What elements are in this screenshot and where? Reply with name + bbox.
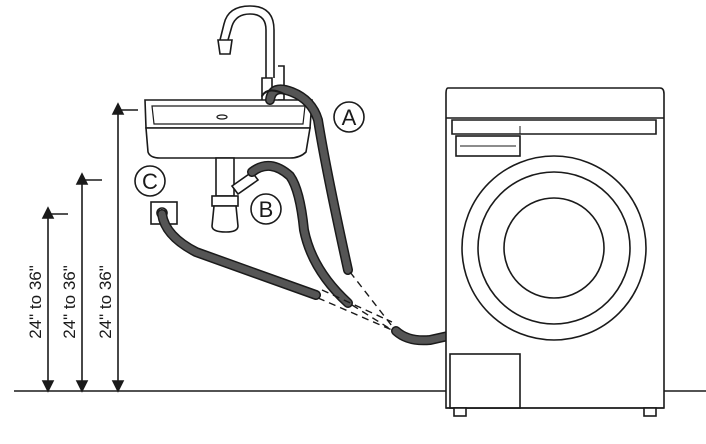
washer-door-outer: [461, 155, 647, 341]
drain-hose-a: [261, 84, 353, 275]
sink-icon: [144, 99, 313, 159]
height-label-right: 24" to 36": [96, 265, 115, 339]
hose-dashed-guides: [317, 271, 393, 331]
height-label-left: 24" to 36": [26, 265, 45, 339]
callout-b: B: [250, 193, 282, 225]
callout-a-label: A: [342, 105, 357, 130]
washer-foot-left: [453, 407, 467, 417]
sink-trap: [211, 157, 260, 233]
drain-hose-b: [247, 161, 353, 308]
dimension-right: [111, 102, 138, 393]
callout-c-label: C: [142, 169, 158, 194]
drain-hose-c: [157, 209, 321, 300]
dimension-left: [41, 206, 68, 393]
washer-door-glass: [503, 197, 605, 299]
filter-cover: [449, 353, 521, 409]
callout-b-label: B: [259, 197, 274, 222]
height-label-middle: 24" to 36": [60, 265, 79, 339]
washer-drain-hose: [391, 326, 453, 346]
callout-c: C: [134, 165, 166, 197]
washer-door-inner: [477, 171, 631, 325]
washing-machine-icon: [445, 87, 665, 417]
dimension-middle: [75, 172, 102, 393]
callout-a: A: [333, 101, 365, 133]
washer-foot-right: [643, 407, 657, 417]
